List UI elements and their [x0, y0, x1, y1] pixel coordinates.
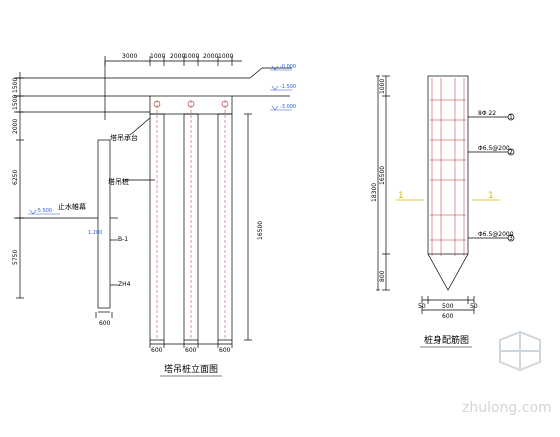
left-dim-4: 6250 — [12, 170, 19, 185]
rebar-total-dim: 18300 — [371, 183, 378, 202]
left-dim-2: 1500 — [12, 95, 19, 110]
section-mark-left: 1 — [398, 191, 404, 201]
rebar-bottom-total: 600 — [442, 313, 454, 320]
rebar-left-dim-2: 16500 — [379, 166, 386, 185]
elevation-title: 塔吊桩立面图 — [164, 363, 218, 375]
top-dim-2: 1000 — [150, 53, 165, 60]
section-mark-right: 1 — [488, 191, 494, 201]
left-dim-3: 2000 — [12, 119, 19, 134]
bottom-dim-1: 600 — [151, 347, 163, 354]
rebar-bottom-3: 50 — [470, 303, 478, 310]
mark-2: ZH4 — [118, 281, 131, 288]
watermark-logo-icon — [499, 330, 541, 372]
rebar-bottom-1: 50 — [418, 303, 426, 310]
top-dim-4: 1000 — [184, 53, 199, 60]
right-dim: 16500 — [257, 221, 264, 240]
wall-note: 止水帷幕 — [58, 202, 86, 211]
top-dim-6: 1000 — [218, 53, 233, 60]
mark-1: B-1 — [118, 236, 128, 243]
rebar-callout-3: Φ6.5@2000 — [478, 231, 514, 238]
top-dim-5: 2000 — [203, 53, 218, 60]
callout-num-1: 1 — [509, 114, 513, 121]
left-dim-5: 5750 — [12, 250, 19, 265]
rebar-bottom-2: 500 — [442, 303, 454, 310]
pile-label: 塔吊桩 — [108, 177, 129, 186]
callout-num-2: 2 — [509, 149, 513, 156]
level-1: -0.000 — [280, 64, 296, 70]
bottom-dim-3: 600 — [219, 347, 231, 354]
top-dim-1: 3000 — [122, 53, 137, 60]
bottom-dim-2: 600 — [185, 347, 197, 354]
wall-top: 1.200 — [88, 230, 102, 236]
rebar-title: 桩身配筋图 — [424, 334, 469, 346]
rebar-left-dim-1: 1000 — [379, 79, 386, 94]
left-dim-1: 1500 — [12, 78, 19, 93]
top-dim-3: 2000 — [170, 53, 185, 60]
rebar-callout-1: 8Φ 22 — [478, 110, 496, 117]
level-4: -5.500 — [36, 208, 52, 214]
cap-label: 塔吊承台 — [110, 133, 138, 142]
level-3: -3.000 — [280, 104, 296, 110]
wall-width: 600 — [99, 320, 111, 327]
level-2: -1.500 — [280, 84, 296, 90]
rebar-left-dim-3: 800 — [379, 270, 386, 282]
callout-num-3: 3 — [509, 235, 513, 242]
rebar-callout-2: Φ6.5@200 — [478, 145, 510, 152]
watermark-text: zhulong.com — [462, 400, 552, 416]
